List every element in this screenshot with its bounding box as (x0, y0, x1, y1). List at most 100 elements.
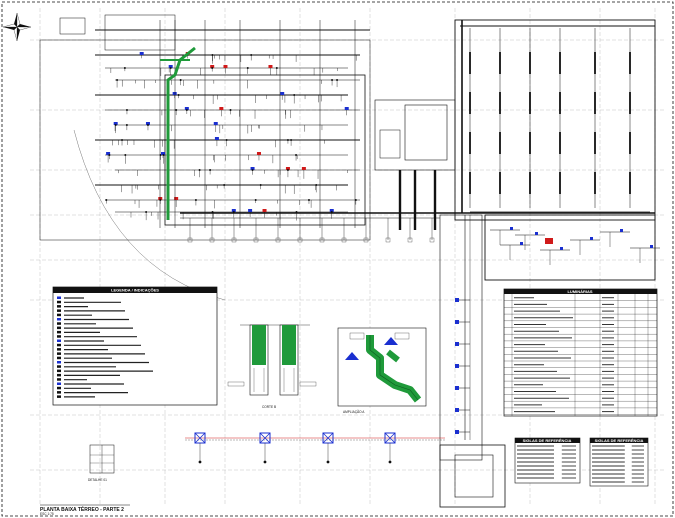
fixture-mark (231, 209, 236, 212)
corridor-fixture (455, 386, 459, 390)
annex-fixture (620, 229, 623, 232)
stub-box (429, 237, 435, 243)
legend-symbol (57, 348, 61, 351)
corridor-fixture (455, 364, 459, 368)
valve-mark (336, 79, 339, 81)
valve-mark (114, 124, 117, 126)
highlight-pipe-run (166, 46, 196, 220)
legend-symbol (57, 365, 61, 368)
fixture-mark (172, 92, 177, 95)
corridor-fixture (455, 408, 459, 412)
valve-mark (108, 154, 111, 156)
valve-mark (290, 139, 293, 141)
legend-symbol (57, 373, 61, 377)
valve-mark (185, 109, 188, 111)
corte-label: CORTE B (262, 405, 276, 409)
riser-end (263, 460, 267, 464)
valve-mark (246, 67, 249, 69)
valve-mark (211, 67, 214, 69)
fixture-mark (214, 137, 219, 140)
small-detail: DETALHE 01 (88, 444, 115, 482)
stub-box (363, 237, 369, 243)
legend-symbol (57, 330, 61, 334)
valve-mark (254, 199, 257, 201)
stub-box (209, 237, 215, 243)
stub-box (319, 237, 325, 243)
valve-mark (295, 154, 298, 156)
valve-mark (146, 124, 149, 126)
valve-mark (354, 199, 357, 201)
annex-fixture (650, 245, 653, 248)
fixture-mark (219, 107, 224, 110)
stub-box (297, 237, 303, 243)
valve-mark (315, 184, 318, 186)
valve-mark (145, 211, 148, 213)
corridor-fixture (455, 430, 459, 434)
fixture-mark (280, 92, 285, 95)
valve-mark (116, 79, 119, 81)
valve-mark (175, 109, 178, 111)
stub-box (275, 237, 281, 243)
fixture-mark (158, 197, 163, 200)
fixture-mark (256, 152, 261, 155)
corte-detail: CORTE B (227, 324, 317, 409)
corridor-fixture (455, 342, 459, 346)
valve-mark (331, 79, 334, 81)
valve-mark (124, 154, 127, 156)
corridor-fixture (455, 320, 459, 324)
fixture-mark (139, 52, 144, 55)
fixture-mark (268, 65, 273, 68)
ref-table-1-title: SIGLAS DE REFERÊNCIA (523, 438, 572, 443)
annex-fixture (510, 227, 513, 230)
valve-mark (123, 67, 126, 69)
valve-mark (194, 199, 197, 201)
north-arrow-icon (2, 12, 32, 42)
fixture-mark (344, 107, 349, 110)
stub-box (385, 237, 391, 243)
legend-left-title: LEGENDA / INDICAÇÕES (111, 288, 159, 293)
fixture-mark (262, 209, 267, 212)
valve-mark (229, 109, 232, 111)
annex-red-mark (545, 238, 553, 244)
ampliacao-detail: AMPLIAÇÃO A (337, 327, 427, 414)
valve-mark (162, 154, 165, 156)
fixture-mark (329, 209, 334, 212)
stub-box (407, 237, 413, 243)
ceiling-drops (469, 28, 631, 208)
stub-box (253, 237, 259, 243)
legend-symbol (57, 313, 61, 317)
stub-box (187, 237, 193, 243)
legend-symbol (57, 318, 61, 321)
riser-x (259, 432, 271, 444)
valve-mark (211, 54, 214, 56)
annex-fixture (590, 237, 593, 240)
legend-symbol (57, 352, 61, 355)
corridor-fixture (455, 298, 459, 302)
legend-symbol (57, 369, 61, 373)
valve-mark (169, 67, 172, 69)
legend-symbol (57, 339, 61, 342)
ref-table-1: SIGLAS DE REFERÊNCIA (514, 437, 581, 484)
fixture-mark (223, 65, 228, 68)
sheet-title: PLANTA BAIXA TÉRREO - PARTE 2 (40, 505, 124, 513)
legend-symbol (57, 322, 61, 325)
valve-mark (223, 184, 226, 186)
stub-box (341, 237, 347, 243)
legend-symbol (57, 386, 61, 390)
riser-end (326, 460, 330, 464)
legend-right-title: LUMINÁRIAS (567, 289, 592, 294)
fixture-mark (301, 167, 306, 170)
riser-end (198, 460, 202, 464)
legend-symbol (57, 300, 61, 304)
legend-symbol (57, 326, 61, 330)
riser-x (384, 432, 396, 444)
fixture-mark (160, 152, 165, 155)
valve-mark (121, 139, 124, 141)
fixture-mark (285, 167, 290, 170)
legend-symbol (57, 361, 61, 364)
valve-mark (286, 169, 289, 171)
annex-fixture (535, 232, 538, 235)
